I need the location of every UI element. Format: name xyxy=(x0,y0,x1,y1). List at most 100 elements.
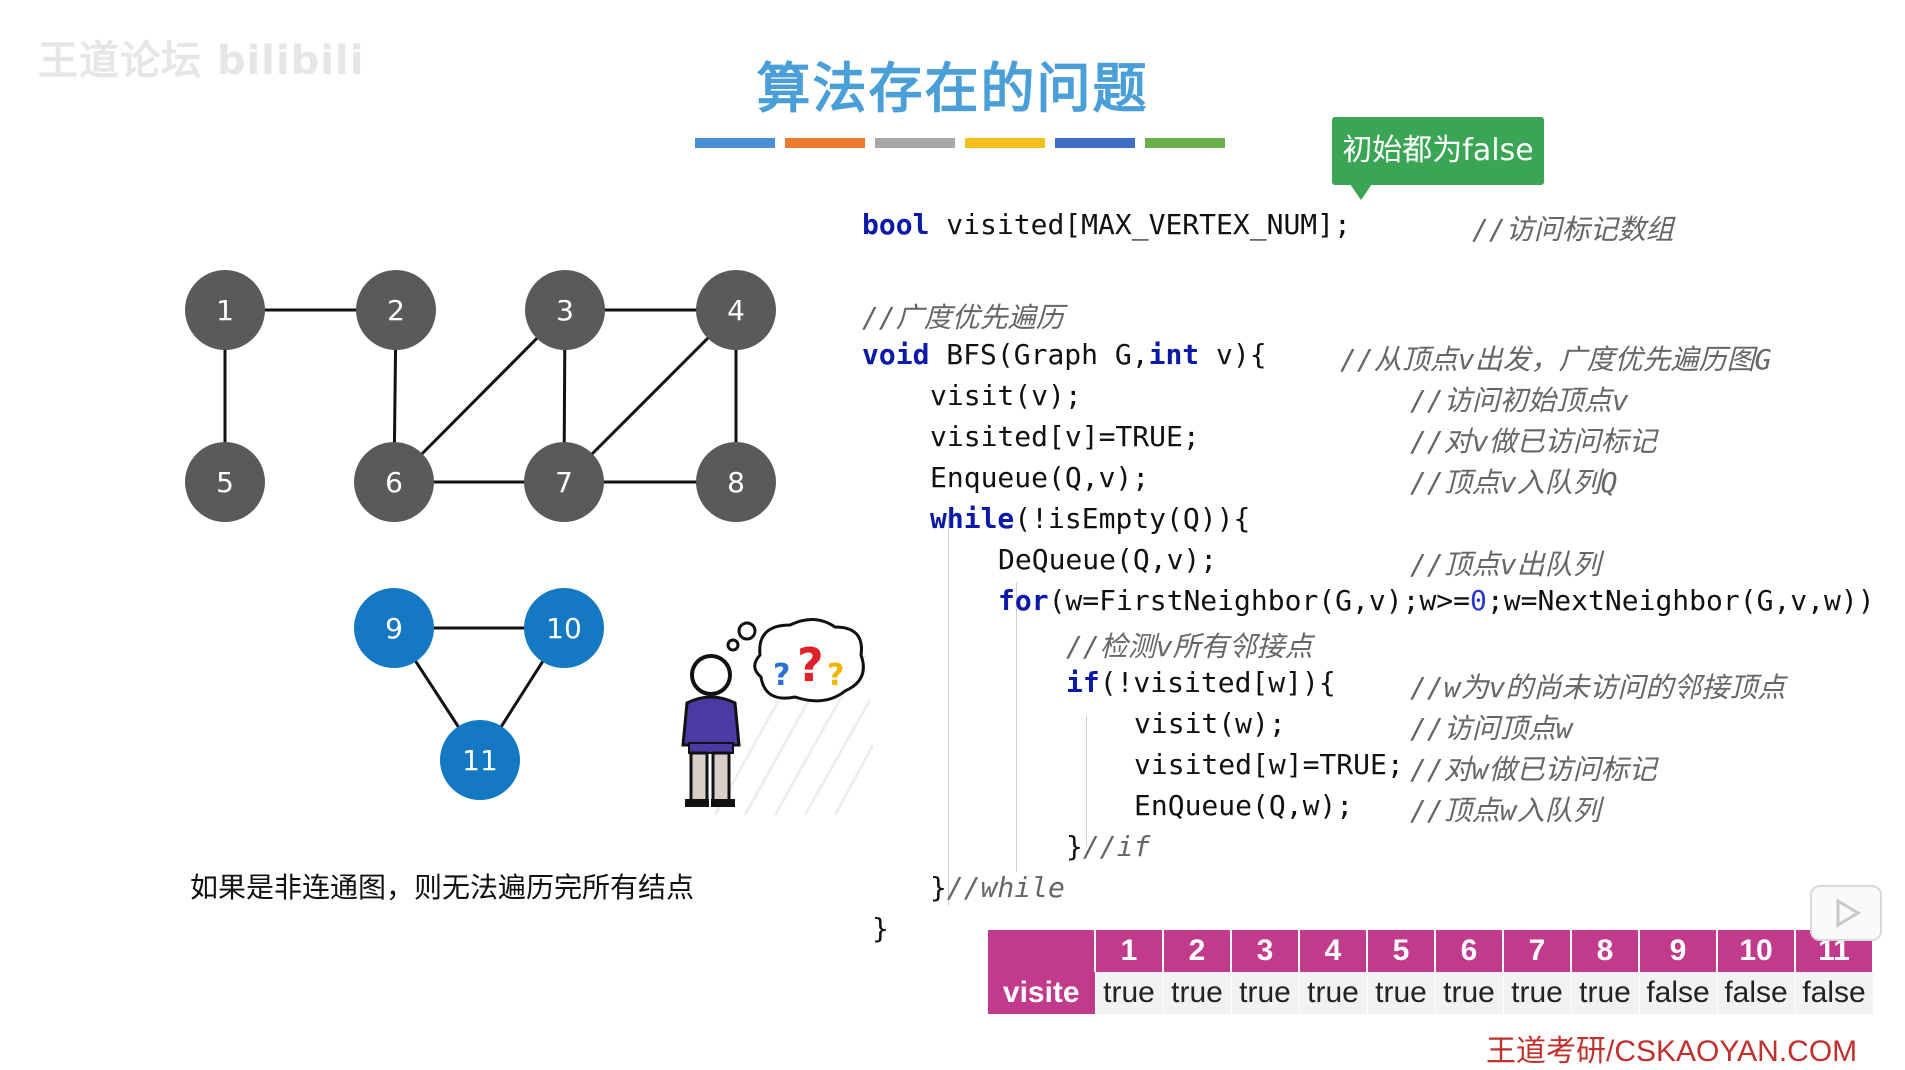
visited-index-5: 5 xyxy=(1367,930,1436,972)
vertex-label-4: 4 xyxy=(727,294,745,327)
visited-index-8: 8 xyxy=(1571,930,1640,972)
play-button[interactable] xyxy=(1810,885,1882,941)
vertex-label-3: 3 xyxy=(556,294,574,327)
code-comment-detect: //检测v所有邻接点 xyxy=(1066,630,1313,663)
code-line-end-while: }//while xyxy=(930,871,1065,904)
callout-initial-false: 初始都为false xyxy=(1332,117,1544,185)
vertex-label-11: 11 xyxy=(462,744,498,777)
graph-diagram: 1 2 3 4 5 6 7 8 9 10 11 xyxy=(185,270,776,800)
divider-bar-5 xyxy=(1055,138,1135,148)
brand-footer: 王道考研/CSKAOYAN.COM xyxy=(1486,1035,1858,1068)
confused-person-icon: ? ? ? xyxy=(681,618,875,815)
visited-row-label: visite xyxy=(988,972,1096,1014)
visited-value-9: false xyxy=(1639,972,1718,1014)
play-icon xyxy=(1836,898,1861,928)
graph-nodes: 1 2 3 4 5 6 7 8 9 10 11 xyxy=(185,270,776,800)
vertex-9 xyxy=(354,588,434,668)
vertex-label-2: 2 xyxy=(387,294,405,327)
visited-value-5: true xyxy=(1367,972,1436,1014)
vertex-1 xyxy=(185,270,265,350)
vertex-label-8: 8 xyxy=(727,466,745,499)
vertex-label-9: 9 xyxy=(385,612,403,645)
vertex-10 xyxy=(524,588,604,668)
caption-disconnected-graph: 如果是非连通图，则无法遍历完所有结点 xyxy=(190,871,695,904)
vertex-3 xyxy=(525,270,605,350)
code-line-dequeue: DeQueue(Q,v); xyxy=(998,543,1218,576)
code-comment-visit-w: //访问顶点w xyxy=(1410,712,1573,745)
code-line-while: while(!isEmpty(Q)){ xyxy=(930,502,1251,535)
visited-value-3: true xyxy=(1231,972,1300,1014)
svg-text:?: ? xyxy=(827,658,844,693)
slide-title: 算法存在的问题 xyxy=(756,57,1149,120)
vertex-6 xyxy=(354,442,434,522)
visited-value-4: true xyxy=(1299,972,1368,1014)
watermark: 王道论坛 bilibili xyxy=(38,38,365,84)
vertex-4 xyxy=(696,270,776,350)
visited-index-6: 6 xyxy=(1435,930,1504,972)
code-line-visit-v: visit(v); xyxy=(930,379,1082,412)
callout-pointer xyxy=(1350,184,1372,200)
visited-value-11: false xyxy=(1795,972,1874,1014)
vertex-label-1: 1 xyxy=(216,294,234,327)
visited-value-1: true xyxy=(1095,972,1164,1014)
visited-header-corner xyxy=(988,930,1096,972)
visited-index-7: 7 xyxy=(1503,930,1572,972)
code-comment-dequeue: //顶点v出队列 xyxy=(1410,548,1601,581)
visited-value-8: true xyxy=(1571,972,1640,1014)
divider-bar-1 xyxy=(695,138,775,148)
edge-4-7 xyxy=(562,308,738,484)
vertex-label-10: 10 xyxy=(546,612,582,645)
code-comment-enqueue-w: //顶点w入队列 xyxy=(1410,794,1601,827)
code-line-for: for(w=FirstNeighbor(G,v);w>=0;w=NextNeig… xyxy=(998,584,1875,617)
vertex-7 xyxy=(524,442,604,522)
visited-index-2: 2 xyxy=(1163,930,1232,972)
code-comment-bfs-signature: //从顶点v出发，广度优先遍历图G xyxy=(1340,343,1772,376)
code-line-enqueue-v: Enqueue(Q,v); xyxy=(930,461,1150,494)
divider-bar-2 xyxy=(785,138,865,148)
visited-value-7: true xyxy=(1503,972,1572,1014)
divider-bar-6 xyxy=(1145,138,1225,148)
visited-index-4: 4 xyxy=(1299,930,1368,972)
code-line-visit-w: visit(w); xyxy=(1134,707,1286,740)
visited-value-6: true xyxy=(1435,972,1504,1014)
visited-index-11: 11 xyxy=(1795,930,1874,972)
code-comment-bfs: //广度优先遍历 xyxy=(862,301,1064,334)
vertex-label-5: 5 xyxy=(216,466,234,499)
code-comment-mark-w: //对w做已访问标记 xyxy=(1410,753,1657,786)
divider-bar-3 xyxy=(875,138,955,148)
visited-index-9: 9 xyxy=(1639,930,1718,972)
visited-index-3: 3 xyxy=(1231,930,1300,972)
code-comment-enqueue-v: //顶点v入队列Q xyxy=(1410,466,1618,499)
code-line-mark-v: visited[v]=TRUE; xyxy=(930,420,1200,453)
code-line-mark-w: visited[w]=TRUE; xyxy=(1134,748,1404,781)
vertex-label-7: 7 xyxy=(555,466,573,499)
graph-edges xyxy=(223,308,738,761)
edge-3-6 xyxy=(392,308,567,484)
vertex-2 xyxy=(356,270,436,350)
code-comment-decl: //访问标记数组 xyxy=(1472,213,1674,246)
code-comment-visit-v: //访问初始顶点v xyxy=(1410,384,1629,417)
divider-bar-4 xyxy=(965,138,1045,148)
code-line-bfs-signature: void BFS(Graph G,int v){ xyxy=(862,338,1267,371)
vertex-label-6: 6 xyxy=(385,466,403,499)
visited-value-10: false xyxy=(1717,972,1796,1014)
svg-text:?: ? xyxy=(773,658,790,693)
code-line-end-if: }//if xyxy=(1066,830,1151,863)
code-line-end-function: } xyxy=(872,912,889,945)
vertex-11 xyxy=(440,720,520,800)
visited-index-1: 1 xyxy=(1095,930,1164,972)
svg-text:?: ? xyxy=(797,638,824,692)
code-line-enqueue-w: EnQueue(Q,w); xyxy=(1134,789,1354,822)
visited-index-10: 10 xyxy=(1717,930,1796,972)
code-comment-if: //w为v的尚未访问的邻接顶点 xyxy=(1410,671,1786,704)
code-line-decl: bool visited[MAX_VERTEX_NUM]; xyxy=(862,208,1351,241)
vertex-5 xyxy=(185,442,265,522)
code-comment-mark-v: //对v做已访问标记 xyxy=(1410,425,1657,458)
vertex-8 xyxy=(696,442,776,522)
code-line-if: if(!visited[w]){ xyxy=(1066,666,1336,699)
visited-value-2: true xyxy=(1163,972,1232,1014)
color-divider xyxy=(695,138,1225,150)
